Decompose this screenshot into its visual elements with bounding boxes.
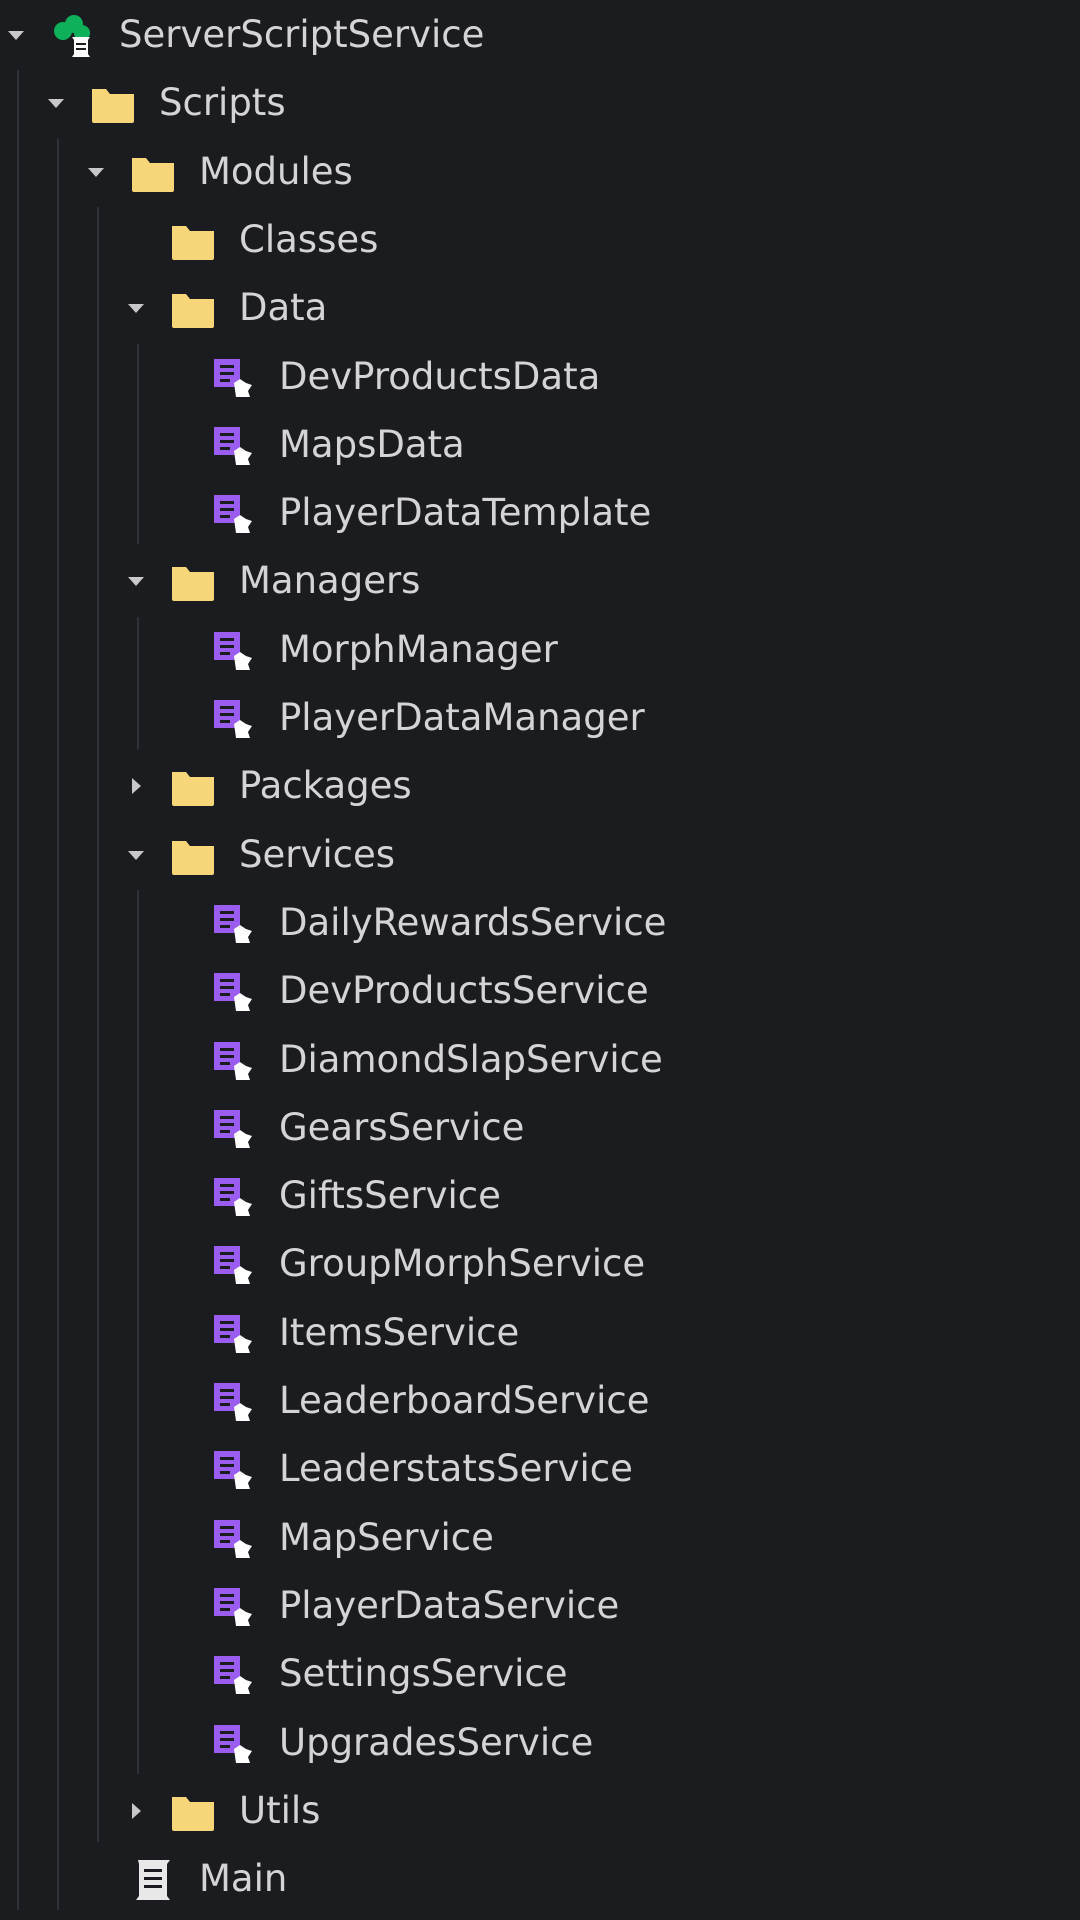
folder-icon (170, 286, 216, 332)
module-script-icon (210, 1242, 256, 1288)
tree-item-mapservice[interactable]: MapService (0, 1504, 1080, 1572)
tree-guide-line (57, 138, 59, 1911)
tree-guide-line (137, 616, 139, 750)
module-script-icon (210, 1447, 256, 1493)
tree-item-label: PlayerDataManager (279, 696, 645, 739)
expand-arrow-down-icon[interactable] (126, 845, 146, 865)
tree-item-utils[interactable]: Utils (0, 1777, 1080, 1845)
tree-item-settingsservice[interactable]: SettingsService (0, 1640, 1080, 1708)
folder-icon (170, 559, 216, 605)
tree-item-serverscriptservice[interactable]: ServerScriptService (0, 1, 1080, 69)
server-script-service-icon (50, 13, 96, 59)
expand-arrow-down-icon[interactable] (126, 571, 146, 591)
tree-item-label: DiamondSlapService (279, 1037, 663, 1081)
tree-item-label: DevProductsData (279, 354, 601, 398)
module-script-icon (210, 1174, 256, 1220)
module-script-icon (210, 1379, 256, 1425)
tree-item-label: PlayerDataService (279, 1583, 620, 1627)
tree-item-label: Packages (239, 764, 412, 808)
tree-item-leaderboardservice[interactable]: LeaderboardService (0, 1367, 1080, 1435)
tree-item-label: Data (239, 286, 328, 330)
tree-guide-line (137, 343, 139, 545)
tree-item-label: MorphManager (279, 627, 558, 671)
expand-arrow-down-icon[interactable] (6, 25, 26, 45)
tree-item-devproductsdata[interactable]: DevProductsData (0, 343, 1080, 411)
tree-guide-line (137, 889, 139, 1774)
tree-item-diamondslapservice[interactable]: DiamondSlapService (0, 1026, 1080, 1094)
module-script-icon (210, 1106, 256, 1152)
tree-item-label: ItemsService (279, 1310, 520, 1354)
tree-item-services[interactable]: Services (0, 821, 1080, 889)
tree-item-devproductsservice[interactable]: DevProductsService (0, 957, 1080, 1025)
module-script-icon (210, 901, 256, 947)
tree-item-label: GiftsService (279, 1174, 501, 1218)
tree-guide-line (97, 206, 99, 1843)
module-script-icon (210, 969, 256, 1015)
tree-item-upgradesservice[interactable]: UpgradesService (0, 1709, 1080, 1777)
tree-item-label: PlayerDataTemplate (279, 491, 652, 535)
tree-item-playerdataservice[interactable]: PlayerDataService (0, 1572, 1080, 1640)
folder-icon (90, 81, 136, 127)
module-script-icon (210, 1516, 256, 1562)
module-script-icon (210, 628, 256, 674)
tree-item-classes[interactable]: Classes (0, 206, 1080, 274)
tree-item-label: Main (199, 1857, 288, 1901)
tree-item-label: UpgradesService (279, 1720, 594, 1764)
tree-item-data[interactable]: Data (0, 274, 1080, 342)
tree-item-playerdatamanager[interactable]: PlayerDataManager (0, 684, 1080, 752)
tree-item-managers[interactable]: Managers (0, 547, 1080, 615)
module-script-icon (210, 423, 256, 469)
tree-item-label: GearsService (279, 1105, 525, 1149)
tree-item-packages[interactable]: Packages (0, 752, 1080, 820)
expand-arrow-down-icon[interactable] (126, 298, 146, 318)
collapse-arrow-right-icon[interactable] (126, 776, 146, 796)
tree-item-label: MapService (279, 1515, 494, 1559)
tree-item-dailyrewardsservice[interactable]: DailyRewardsService (0, 889, 1080, 957)
tree-item-label: Modules (199, 149, 353, 193)
folder-icon (170, 218, 216, 264)
module-script-icon (210, 1584, 256, 1630)
tree-item-leaderstatsservice[interactable]: LeaderstatsService (0, 1435, 1080, 1503)
tree-item-label: GroupMorphService (279, 1242, 646, 1286)
tree-item-label: LeaderboardService (279, 1379, 650, 1422)
tree-item-giftsservice[interactable]: GiftsService (0, 1162, 1080, 1230)
tree-item-scripts[interactable]: Scripts (0, 69, 1080, 137)
module-script-icon (210, 1311, 256, 1357)
tree-item-morphmanager[interactable]: MorphManager (0, 616, 1080, 684)
module-script-icon (210, 355, 256, 401)
tree-item-groupmorphservice[interactable]: GroupMorphService (0, 1230, 1080, 1298)
folder-icon (170, 833, 216, 879)
expand-arrow-down-icon[interactable] (86, 162, 106, 182)
tree-item-label: Classes (239, 217, 379, 261)
module-script-icon (210, 1652, 256, 1698)
tree-item-label: DevProductsService (279, 969, 649, 1013)
tree-item-label: DailyRewardsService (279, 900, 667, 944)
tree-item-label: MapsData (279, 422, 465, 466)
tree-item-gearsservice[interactable]: GearsService (0, 1094, 1080, 1162)
folder-icon (170, 1789, 216, 1835)
tree-item-label: Managers (239, 559, 421, 603)
tree-item-label: Scripts (159, 81, 286, 125)
module-script-icon (210, 1721, 256, 1767)
folder-icon (170, 764, 216, 810)
tree-item-label: Utils (239, 1788, 321, 1832)
folder-icon (130, 150, 176, 196)
tree-item-mapsdata[interactable]: MapsData (0, 411, 1080, 479)
tree-item-itemsservice[interactable]: ItemsService (0, 1299, 1080, 1367)
module-script-icon (210, 1038, 256, 1084)
tree-item-label: ServerScriptService (119, 13, 485, 56)
tree-item-label: Services (239, 832, 396, 876)
tree-item-main[interactable]: Main (0, 1845, 1080, 1913)
tree-item-label: SettingsService (279, 1652, 568, 1696)
module-script-icon (210, 491, 256, 537)
tree-item-modules[interactable]: Modules (0, 138, 1080, 206)
expand-arrow-down-icon[interactable] (46, 93, 66, 113)
module-script-icon (210, 696, 256, 742)
collapse-arrow-right-icon[interactable] (126, 1801, 146, 1821)
tree-item-label: LeaderstatsService (279, 1447, 633, 1491)
tree-item-playerdatatemplate[interactable]: PlayerDataTemplate (0, 479, 1080, 547)
tree-guide-line (17, 70, 19, 1911)
script-icon (130, 1857, 176, 1903)
